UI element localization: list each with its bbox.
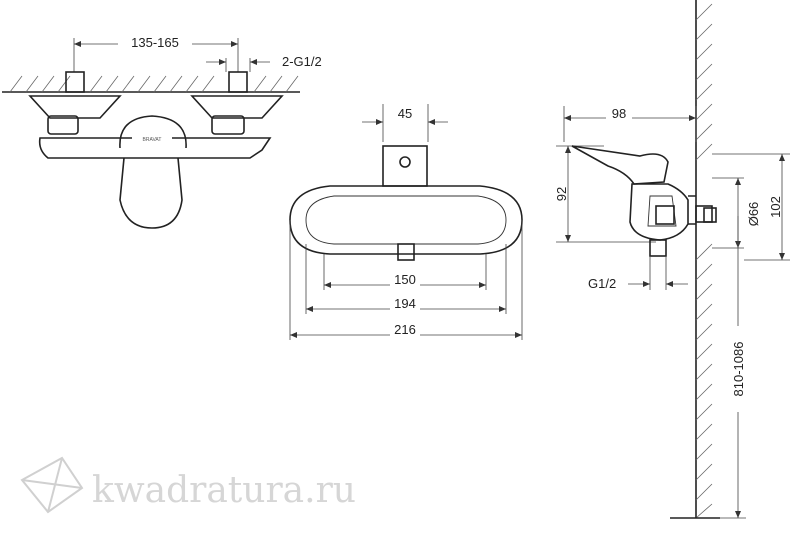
watermark: kwadratura.ru bbox=[20, 456, 356, 514]
front-view: 135-165 2-G1/2 BRAVAT bbox=[2, 34, 322, 229]
dimension-216: 216 bbox=[290, 322, 522, 338]
dim-194-label: 194 bbox=[394, 296, 416, 311]
right-connector bbox=[190, 71, 284, 135]
dimension-45: 45 bbox=[362, 104, 448, 142]
dimension-66: Ø66 bbox=[712, 177, 761, 249]
dim-102-label: 102 bbox=[768, 196, 783, 218]
top-view: 45 150 194 bbox=[289, 104, 523, 340]
dimension-g12-front: 2-G1/2 bbox=[206, 54, 322, 72]
brand-mark: BRAVAT bbox=[143, 137, 162, 143]
dimension-810-1086: 810-1086 bbox=[720, 216, 748, 519]
dim-92-label: 92 bbox=[554, 187, 569, 201]
dimension-150: 150 bbox=[324, 272, 486, 288]
dimension-194: 194 bbox=[306, 296, 506, 312]
cube-logo-icon bbox=[20, 456, 84, 514]
watermark-text: kwadratura.ru bbox=[92, 470, 356, 511]
thread-label: G1/2 bbox=[588, 276, 616, 291]
dimension-102: 102 bbox=[712, 153, 790, 261]
mixer-body-top bbox=[289, 185, 523, 261]
mixer-body-front: BRAVAT bbox=[38, 115, 272, 229]
dimension-98: 98 bbox=[563, 106, 697, 142]
height-label: 810-1086 bbox=[731, 342, 746, 397]
left-connector bbox=[28, 71, 122, 135]
side-view: 98 92 G1/2 bbox=[554, 0, 790, 519]
dim-45-label: 45 bbox=[398, 106, 412, 121]
mixer-body-side bbox=[571, 145, 717, 257]
side-wall bbox=[695, 0, 713, 519]
dim-98-label: 98 bbox=[612, 106, 626, 121]
dimension-135-165: 135-165 bbox=[73, 34, 239, 72]
dimension-g12-side: G1/2 bbox=[588, 256, 688, 291]
front-wall bbox=[2, 75, 300, 93]
spacing-label: 135-165 bbox=[131, 35, 179, 50]
dim-216-label: 216 bbox=[394, 322, 416, 337]
connection-label: 2-G1/2 bbox=[282, 54, 322, 69]
dimension-92: 92 bbox=[554, 145, 656, 243]
dim-66-label: Ø66 bbox=[746, 202, 761, 227]
dim-150-label: 150 bbox=[394, 272, 416, 287]
handle-block bbox=[382, 145, 428, 187]
